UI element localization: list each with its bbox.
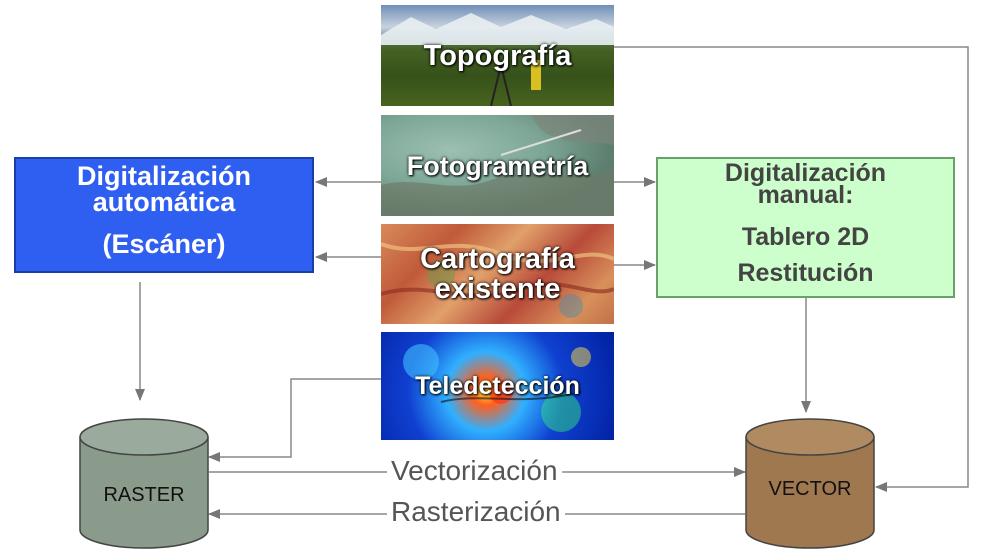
auto-title-line2: automática (92, 187, 236, 217)
vector-cylinder (745, 418, 875, 549)
raster-cylinder (79, 418, 209, 549)
manual-item-restitucion: Restitución (737, 259, 874, 287)
fotogrametria-photo: Fotogrametría (381, 115, 614, 216)
map-image (381, 242, 614, 318)
topografia-label: Topografía (423, 39, 572, 72)
fotogrametria-label: Fotogrametría (406, 150, 589, 181)
digitalizacion-automatica-box: Digitalización automática (Escáner) (14, 157, 314, 273)
arrow-teledeteccion-to-raster (208, 378, 381, 462)
satellite-image (403, 344, 591, 432)
manual-item-tablero: Tablero 2D (741, 223, 870, 251)
digitalizacion-manual-box: Digitalización manual: Tablero 2D Restit… (656, 157, 955, 298)
vectorizacion-label: Vectorización (387, 455, 562, 487)
raster-label: RASTER (103, 484, 185, 506)
manual-title-line2: manual: (757, 181, 854, 209)
teledeteccion-photo: Teledetección (381, 332, 614, 440)
auto-title-line1: Digitalización (76, 161, 252, 191)
rasterizacion-label: Rasterización (387, 496, 565, 528)
auto-subtitle: (Escáner) (102, 229, 226, 259)
mountain-landscape-image (381, 13, 614, 106)
teledeteccion-label: Teledetección (415, 372, 580, 400)
manual-title-line1: Digitalización (724, 159, 887, 187)
aerial-photo-image (381, 115, 614, 216)
arrow-topografia-to-vector (614, 46, 969, 492)
topografia-photo: Topografía (381, 5, 614, 106)
vector-label: VECTOR (768, 478, 852, 500)
